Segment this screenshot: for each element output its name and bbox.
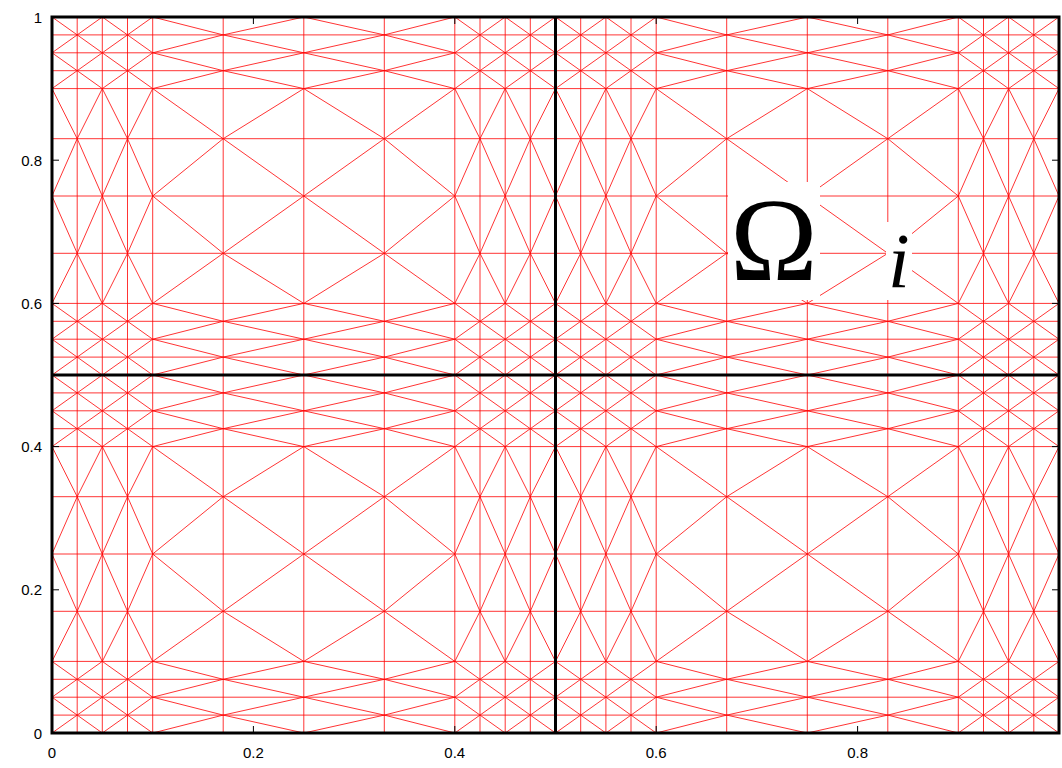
x-tick-label: 0.2 (243, 745, 264, 760)
tick-mark (1052, 303, 1059, 304)
y-tick-label: 0.4 (21, 439, 42, 454)
mesh-edges (52, 17, 1059, 733)
x-tick-label: 0.8 (847, 745, 868, 760)
tick-mark (52, 303, 59, 304)
y-tick-label: 0.2 (21, 582, 42, 597)
tick-mark (857, 17, 858, 24)
x-tick-label: 0.6 (646, 745, 667, 760)
y-tick-label: 0.6 (21, 296, 42, 311)
tick-mark (1052, 589, 1059, 590)
interface-line (52, 374, 1059, 377)
tick-mark (52, 160, 59, 161)
x-tick-label: 0 (48, 745, 56, 760)
subdomain-symbol: Ω (728, 182, 820, 300)
tick-mark (454, 17, 455, 24)
triangular-mesh (52, 17, 1059, 733)
tick-mark (656, 17, 657, 24)
y-tick-label: 0.8 (21, 153, 42, 168)
subdomain-lines (52, 17, 1059, 733)
subdomain-subscript: i (886, 222, 912, 300)
tick-mark (857, 726, 858, 733)
tick-mark (253, 726, 254, 733)
y-tick-label: 1 (34, 10, 42, 25)
y-tick-label: 0 (34, 726, 42, 741)
tick-mark (1052, 160, 1059, 161)
tick-mark (656, 726, 657, 733)
tick-mark (52, 446, 59, 447)
domain-border (52, 17, 1059, 733)
tick-mark (454, 726, 455, 733)
tick-mark (52, 589, 59, 590)
tick-mark (1052, 446, 1059, 447)
x-tick-label: 0.4 (444, 745, 465, 760)
tick-mark (253, 17, 254, 24)
